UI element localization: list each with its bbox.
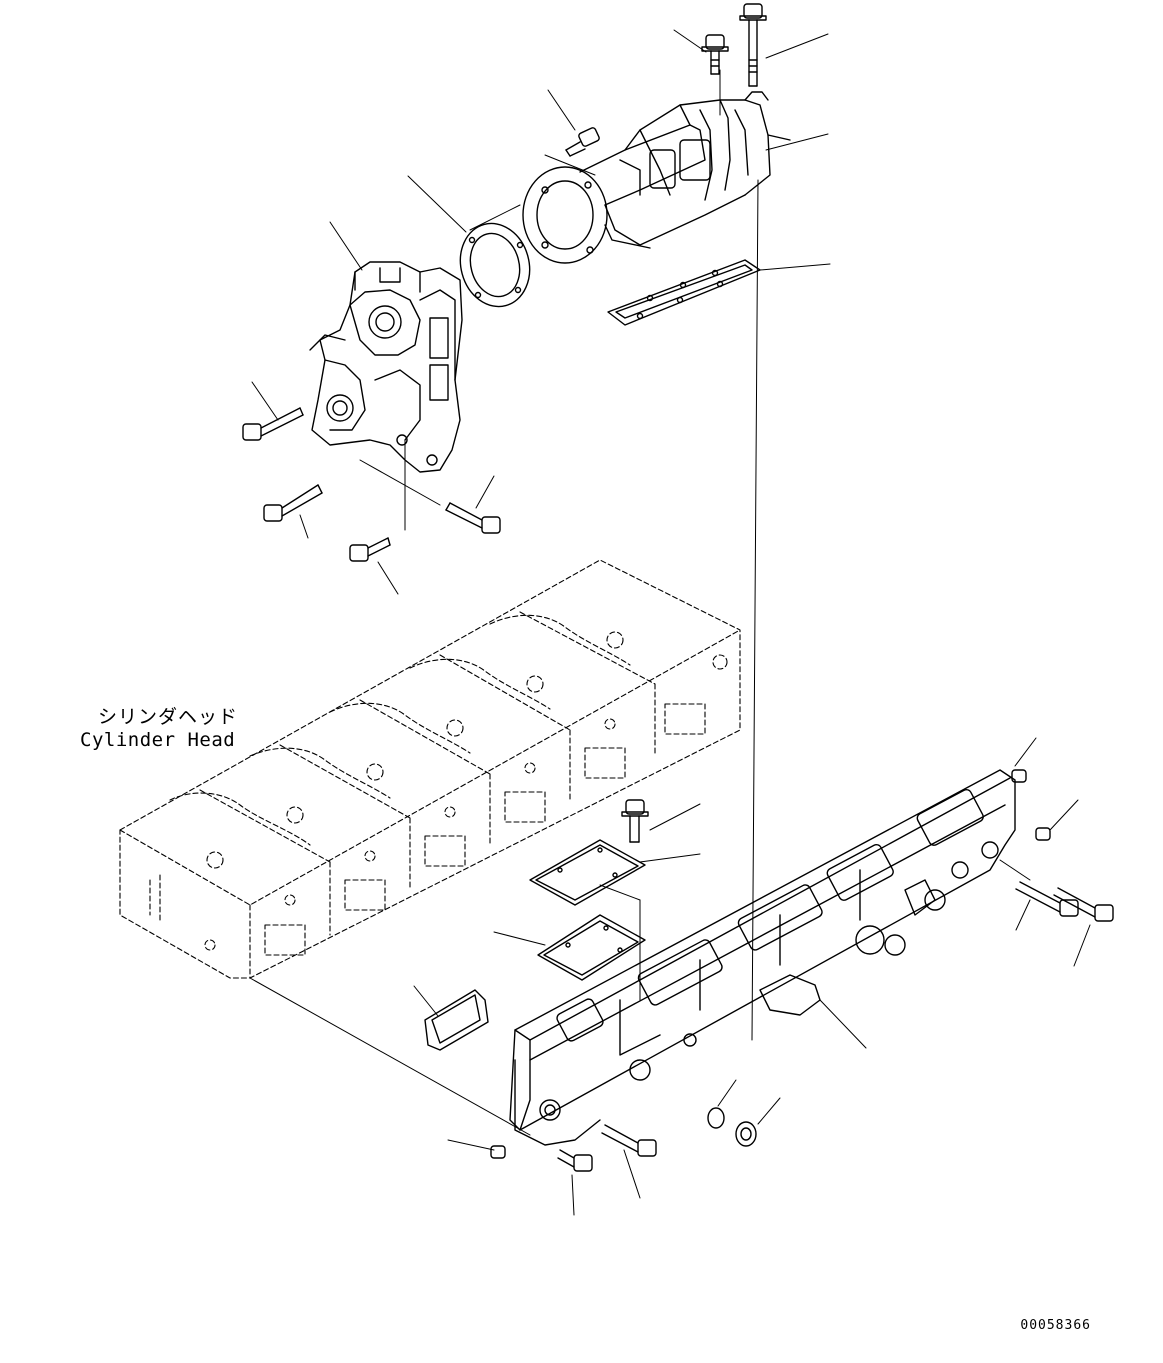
bolt-top-long [739, 3, 767, 87]
document-number: 00058366 [1020, 1318, 1091, 1333]
bolt-bottom-1 [557, 1149, 593, 1172]
bolt-left-3 [445, 502, 501, 534]
cylinder-head-block [119, 559, 741, 979]
gasket-plate-upper [529, 839, 646, 906]
bolt-right-2 [1053, 887, 1114, 922]
left-thermostat-housing [309, 261, 463, 473]
plug-right-2 [1035, 827, 1051, 841]
side-cover-gasket [424, 989, 489, 1051]
bolt-left-2 [263, 484, 323, 522]
cylinder-head-label-jp: シリンダヘッド [98, 706, 239, 728]
sleeve-nut [735, 1121, 757, 1147]
plug-bottom [490, 1145, 506, 1159]
leader-lines [249, 29, 1091, 1216]
lower-manifold-housing [509, 769, 1016, 1146]
plug-right-1 [1011, 769, 1027, 783]
bolt-cover-top [621, 799, 649, 843]
upper-rect-gasket [607, 259, 761, 326]
o-ring [707, 1107, 725, 1129]
bolt-upper-housing [565, 127, 600, 157]
round-flange-gasket [459, 222, 531, 308]
upper-elbow-housing [522, 91, 791, 264]
bolt-left-1 [242, 407, 304, 441]
cylinder-head-label-en: Cylinder Head [80, 729, 236, 751]
bolt-top-short [701, 34, 729, 75]
gasket-plate-lower [537, 914, 646, 981]
bolt-left-4 [349, 537, 391, 562]
bolt-bottom-2 [601, 1124, 657, 1157]
